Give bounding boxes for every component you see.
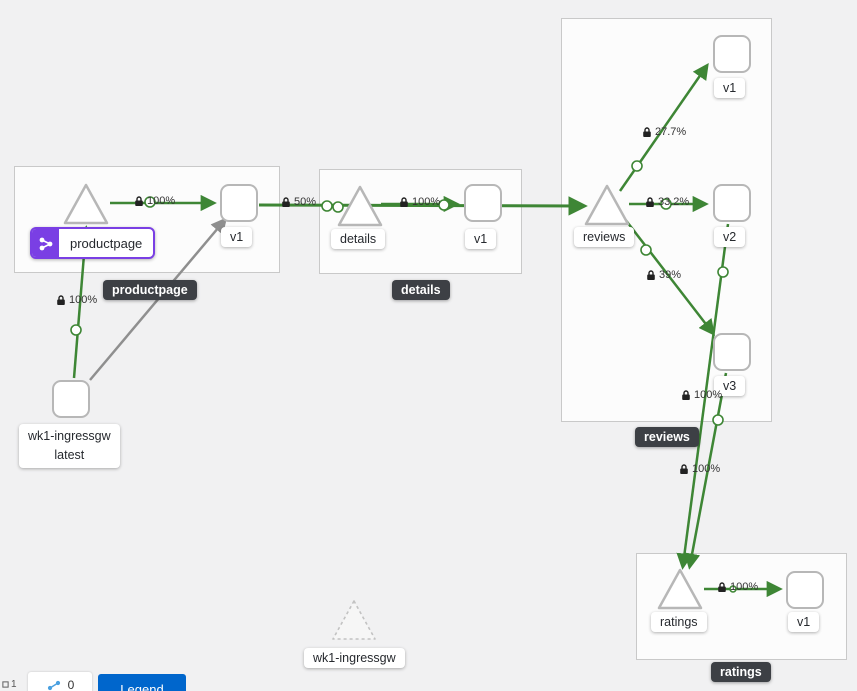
node-label-productpage: productpage <box>70 235 143 251</box>
edge-label-reviews-v1: 27.7% <box>642 126 686 138</box>
graph-summary-chip[interactable]: 0 <box>28 672 92 691</box>
lock-icon <box>57 294 65 305</box>
edge-label-ratings-v1: 100% <box>717 581 758 593</box>
edge-label-reviews-v3: 39% <box>646 269 681 281</box>
node-ratings-v1[interactable] <box>786 571 824 609</box>
ingress-label-line1: wk1-ingressgw <box>28 429 111 443</box>
node-label-ingress-idle: wk1-ingressgw <box>304 648 405 668</box>
node-label-reviews-v1: v1 <box>714 78 746 98</box>
node-ingress-workload[interactable] <box>52 380 90 418</box>
node-reviews-v1[interactable] <box>713 35 751 73</box>
edge-label-v2-ratings: 100% <box>681 389 722 401</box>
node-label-ingress: wk1-ingressgw latest <box>19 424 120 468</box>
edge-label-reviews-v2: 33.2% <box>645 196 689 208</box>
edge-label-v1-details: 50% <box>281 196 316 208</box>
edge-label-ingress-productpage: 100% <box>56 294 97 306</box>
node-label-ratings: ratings <box>651 612 707 632</box>
group-badge-productpage: productpage <box>103 280 197 300</box>
topology-icon <box>47 680 60 690</box>
node-reviews-v3[interactable] <box>713 333 751 371</box>
node-reviews-v2[interactable] <box>713 184 751 222</box>
mini-counter: 1 <box>2 679 17 690</box>
lock-icon <box>680 463 688 474</box>
node-label-reviews: reviews <box>574 227 635 247</box>
node-ingress-idle-triangle[interactable] <box>332 600 376 640</box>
node-label-reviews-v2: v2 <box>714 227 746 247</box>
lock-icon <box>400 196 408 207</box>
lock-icon <box>135 195 143 206</box>
node-details-v1[interactable] <box>464 184 502 222</box>
group-badge-ratings: ratings <box>711 662 771 682</box>
lock-icon <box>647 269 655 280</box>
edge-label-details-v1: 100% <box>399 196 440 208</box>
graph-summary-value: 0 <box>67 678 75 691</box>
node-label-details: details <box>331 229 386 249</box>
node-label-details-v1: v1 <box>465 229 497 249</box>
app-versions-icon <box>32 229 59 257</box>
group-badge-details: details <box>392 280 450 300</box>
lock-icon <box>682 389 690 400</box>
productpage-app-badge[interactable]: productpage <box>30 227 156 259</box>
lock-icon <box>643 126 651 137</box>
edge-label-v3-ratings: 100% <box>679 463 720 475</box>
node-label-ratings-v1: v1 <box>788 612 820 632</box>
lock-icon <box>282 196 290 207</box>
node-count-icon <box>2 681 9 688</box>
group-badge-reviews: reviews <box>635 427 699 447</box>
lock-icon <box>646 196 654 207</box>
node-label-productpage-v1: v1 <box>221 227 253 247</box>
legend-button[interactable]: Legend <box>98 674 186 691</box>
lock-icon <box>718 581 726 592</box>
edge-label-productpage-v1: 100% <box>134 195 175 207</box>
node-productpage-v1[interactable] <box>220 184 258 222</box>
ingress-label-line2: latest <box>54 447 85 462</box>
